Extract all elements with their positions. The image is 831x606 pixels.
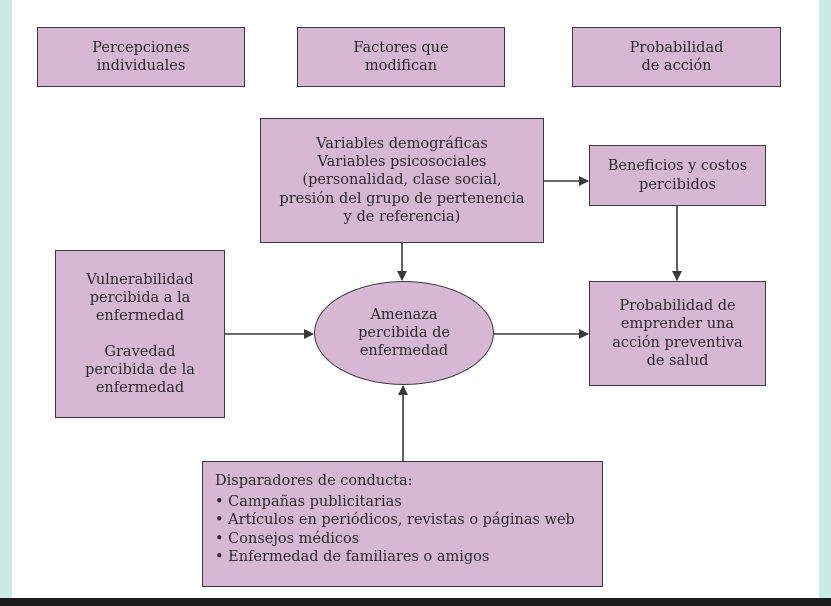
probability-line: de salud	[646, 352, 709, 369]
probability-line: Probabilidad de	[619, 298, 736, 315]
benefits-line: percibidos	[639, 176, 716, 193]
vulnerability-line: Vulnerabilidad	[86, 272, 194, 289]
modifier-line: Variables psicosociales	[317, 154, 487, 171]
vulnerability-line: enfermedad	[95, 308, 185, 325]
modifier-line: presión del grupo de pertenencia	[279, 190, 525, 207]
triggers-list: Campañas publicitarias Artículos en peri…	[215, 493, 590, 567]
severity-line: Gravedad	[104, 343, 176, 360]
perceived-threat-ellipse: Amenaza percibida de enfermedad	[314, 281, 494, 385]
trigger-item: Artículos en periódicos, revistas o pági…	[215, 511, 590, 530]
threat-line: enfermedad	[359, 343, 449, 360]
header-line: Probabilidad	[629, 39, 724, 56]
severity-line: enfermedad	[95, 379, 185, 396]
probability-line: acción preventiva	[612, 334, 743, 351]
modifier-line: y de referencia)	[343, 208, 461, 225]
action-probability-box: Probabilidad de emprender una acción pre…	[589, 281, 766, 386]
header-modifying-factors: Factores que modifican	[297, 27, 505, 87]
bottom-bar	[0, 598, 831, 606]
vulnerability-line: percibida a la	[89, 290, 191, 307]
trigger-item: Enfermedad de familiares o amigos	[215, 548, 590, 567]
trigger-item: Consejos médicos	[215, 530, 590, 549]
modifier-line: Variables demográficas	[316, 136, 488, 153]
severity-line: percibida de la	[85, 361, 195, 378]
cues-to-action-box: Disparadores de conducta: Campañas publi…	[202, 461, 603, 587]
header-line: modifican	[364, 58, 438, 74]
threat-line: Amenaza	[370, 306, 438, 323]
header-individual-perceptions: Percepciones individuales	[37, 27, 245, 87]
header-action-probability: Probabilidad de acción	[572, 27, 781, 87]
trigger-item: Campañas publicitarias	[215, 493, 590, 512]
header-line: individuales	[96, 58, 186, 74]
header-line: Percepciones	[92, 39, 190, 56]
modifying-factors-box: Variables demográficas Variables psicoso…	[260, 118, 544, 243]
modifier-line: (personalidad, clase social,	[302, 172, 502, 189]
probability-line: emprender una	[620, 316, 735, 333]
triggers-title: Disparadores de conducta:	[215, 473, 413, 489]
benefits-line: Beneficios y costos	[607, 158, 748, 175]
header-line: Factores que	[353, 39, 449, 56]
threat-line: percibida de	[358, 324, 450, 341]
perceived-susceptibility-box: Vulnerabilidad percibida a la enfermedad…	[55, 250, 225, 418]
benefits-costs-box: Beneficios y costos percibidos	[589, 145, 766, 206]
header-line: de acción	[641, 58, 712, 74]
